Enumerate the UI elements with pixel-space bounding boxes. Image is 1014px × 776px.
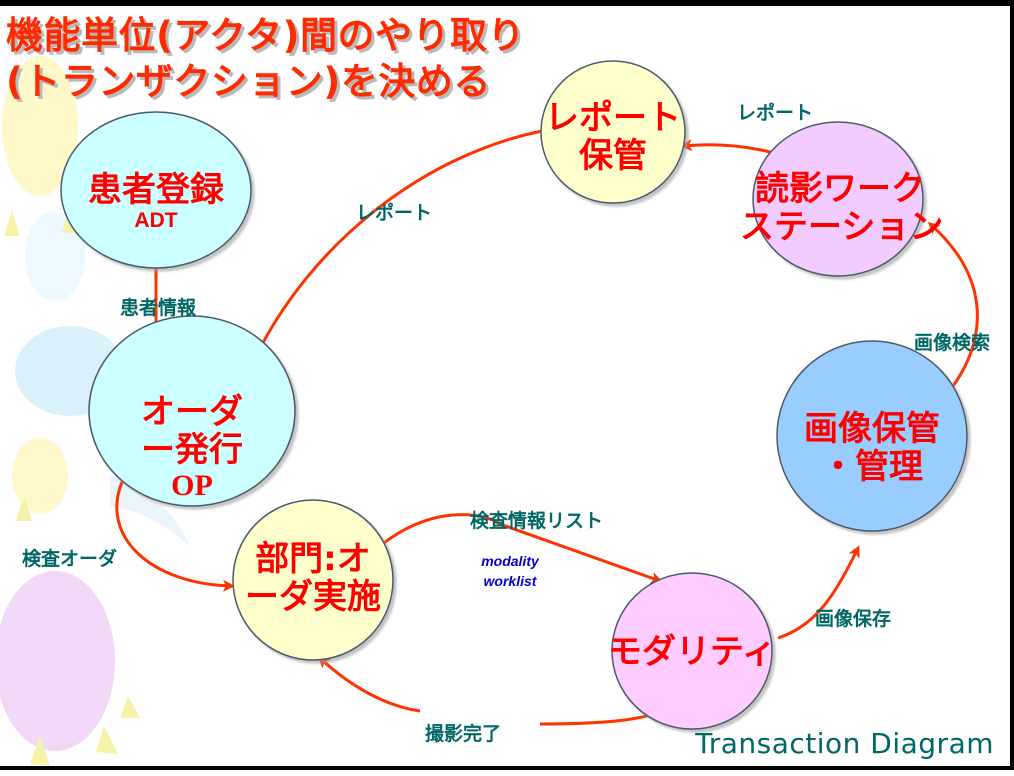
report-storage-label: レポート 保管 [533, 99, 693, 175]
label-patient-info: 患者情報 [120, 297, 197, 319]
image-archive-line2: ・管理 [821, 447, 923, 488]
label-capture-complete: 撮影完了 [425, 723, 502, 745]
image-archive-label: 画像保管 ・管理 [772, 410, 972, 486]
patient-registration-name: 患者登録 [88, 170, 224, 210]
node-report-storage [540, 60, 686, 204]
arrow-image-search [927, 222, 979, 395]
reading-workstation-line1: 読影ワーク [755, 169, 925, 209]
department-label: 部門:オ ーダ実施 [223, 540, 403, 616]
nodes [60, 60, 968, 730]
patient-registration-label: 患者登録 ADT [61, 171, 251, 233]
node-patient-registration [60, 111, 252, 269]
label-report-top: レポート [737, 102, 814, 124]
title-line-2: (トランザクション)を決める [6, 60, 491, 103]
arrow-exam-order [115, 481, 235, 592]
arrow-report-to-order [253, 129, 543, 361]
footer-caption: Transaction Diagram [695, 727, 994, 760]
node-reading-workstation [752, 121, 924, 277]
department-line1: 部門:オ [255, 539, 371, 579]
label-worklist-line2: worklist [483, 573, 537, 590]
transaction-diagram [60, 60, 979, 730]
node-department [232, 499, 394, 661]
order-placer-line1: オーダ [141, 392, 243, 432]
label-worklist-line1: modality [481, 553, 539, 569]
order-placer-label: オーダ ー発行 OP [92, 393, 292, 503]
label-exam-order: 検査オーダ [22, 548, 118, 570]
title-line-1: 機能単位(アクタ)間のやり取り [6, 14, 525, 57]
label-image-save: 画像保存 [815, 608, 892, 630]
label-image-search: 画像検索 [914, 332, 991, 354]
node-order-placer [88, 315, 296, 507]
reading-workstation-line2: ステーション [740, 207, 944, 248]
label-report-left: レポート [356, 202, 433, 224]
reading-workstation-label: 読影ワーク ステーション [740, 169, 944, 248]
image-archive-line1: 画像保管 [804, 409, 940, 449]
report-storage-line1: レポート [545, 98, 681, 138]
node-image-archive [776, 340, 968, 532]
node-modality [611, 572, 773, 730]
order-placer-sub: OP [171, 469, 213, 503]
label-exam-info-list: 検査情報リスト [470, 510, 604, 532]
arrow-image-save [777, 545, 860, 640]
report-storage-line2: 保管 [579, 136, 647, 177]
patient-registration-sub: ADT [134, 209, 178, 233]
label-modality-worklist: modality worklist [460, 551, 560, 592]
arrow-exam-info-list [379, 513, 663, 584]
department-line2: ーダ実施 [245, 577, 381, 618]
arrow-capture-complete-return [317, 655, 421, 713]
modality-label: モダリティ [602, 633, 782, 671]
order-placer-line2: ー発行 [141, 430, 243, 471]
modality-name: モダリティ [608, 632, 776, 672]
